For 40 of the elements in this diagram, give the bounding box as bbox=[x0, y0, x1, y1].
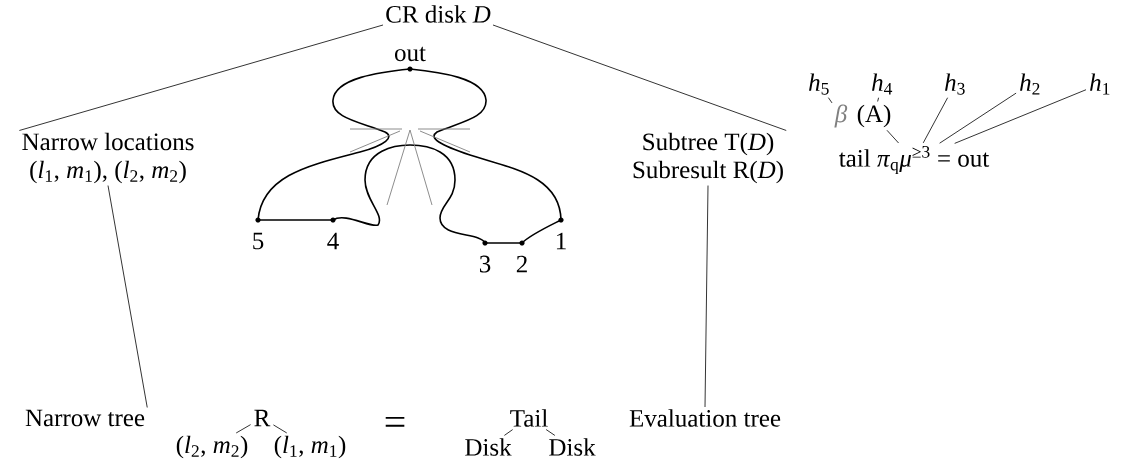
tree-label: Disk bbox=[465, 438, 512, 456]
tree-label: CR disk D bbox=[386, 5, 491, 23]
equals-sign: = bbox=[385, 416, 405, 427]
connector-line bbox=[107, 185, 148, 408]
connector-line bbox=[273, 424, 288, 434]
tree-label: Subtree T(D) Subresult R(D) bbox=[633, 132, 783, 184]
connector-line bbox=[492, 24, 787, 131]
point-label: 4 bbox=[327, 232, 339, 250]
connector-line bbox=[18, 24, 384, 131]
tree-label: (l$_{1}$, m$_{1}$) bbox=[274, 435, 346, 459]
tree-label: h$_{1}$ bbox=[1090, 73, 1110, 95]
tree-label: h$_{2}$ bbox=[1020, 73, 1040, 95]
connector-line bbox=[877, 97, 879, 102]
connector-line bbox=[235, 424, 251, 434]
connector-line bbox=[704, 185, 709, 408]
tree-label: R bbox=[254, 409, 271, 427]
tree-label: tail π$_{q}$μ$^{≥3}$ = out bbox=[839, 145, 990, 175]
tree-label: Disk bbox=[549, 438, 596, 456]
tree-label: h$_{5}$ bbox=[809, 73, 829, 95]
tree-label: Tail bbox=[510, 409, 548, 427]
connector-line bbox=[939, 92, 1017, 144]
point-label: 2 bbox=[516, 255, 527, 273]
connector-line bbox=[545, 429, 556, 436]
point-label: 1 bbox=[556, 232, 566, 250]
tree-label: Narrow tree bbox=[25, 409, 145, 427]
tree-label: Narrow locations (l$_{1}$, m$_{1}$), (l$_{2}$, m$_{2}$) bbox=[22, 132, 194, 184]
tree-label: (A) bbox=[857, 104, 891, 128]
point-label: out bbox=[395, 46, 426, 62]
connector-line bbox=[503, 429, 514, 436]
connector-line bbox=[954, 89, 1087, 144]
tree-label: (l$_{2}$, m$_{2}$) bbox=[176, 435, 248, 459]
point-label: 3 bbox=[479, 255, 491, 273]
tree-label: β bbox=[834, 104, 848, 128]
point-label: 5 bbox=[253, 232, 264, 250]
connector-line bbox=[922, 97, 948, 144]
connector-line bbox=[828, 97, 833, 104]
tree-label: Evaluation tree bbox=[629, 409, 781, 427]
tree-label: h$_{3}$ bbox=[945, 73, 965, 95]
connector-line bbox=[886, 129, 899, 144]
tree-label: h$_{4}$ bbox=[872, 73, 893, 95]
